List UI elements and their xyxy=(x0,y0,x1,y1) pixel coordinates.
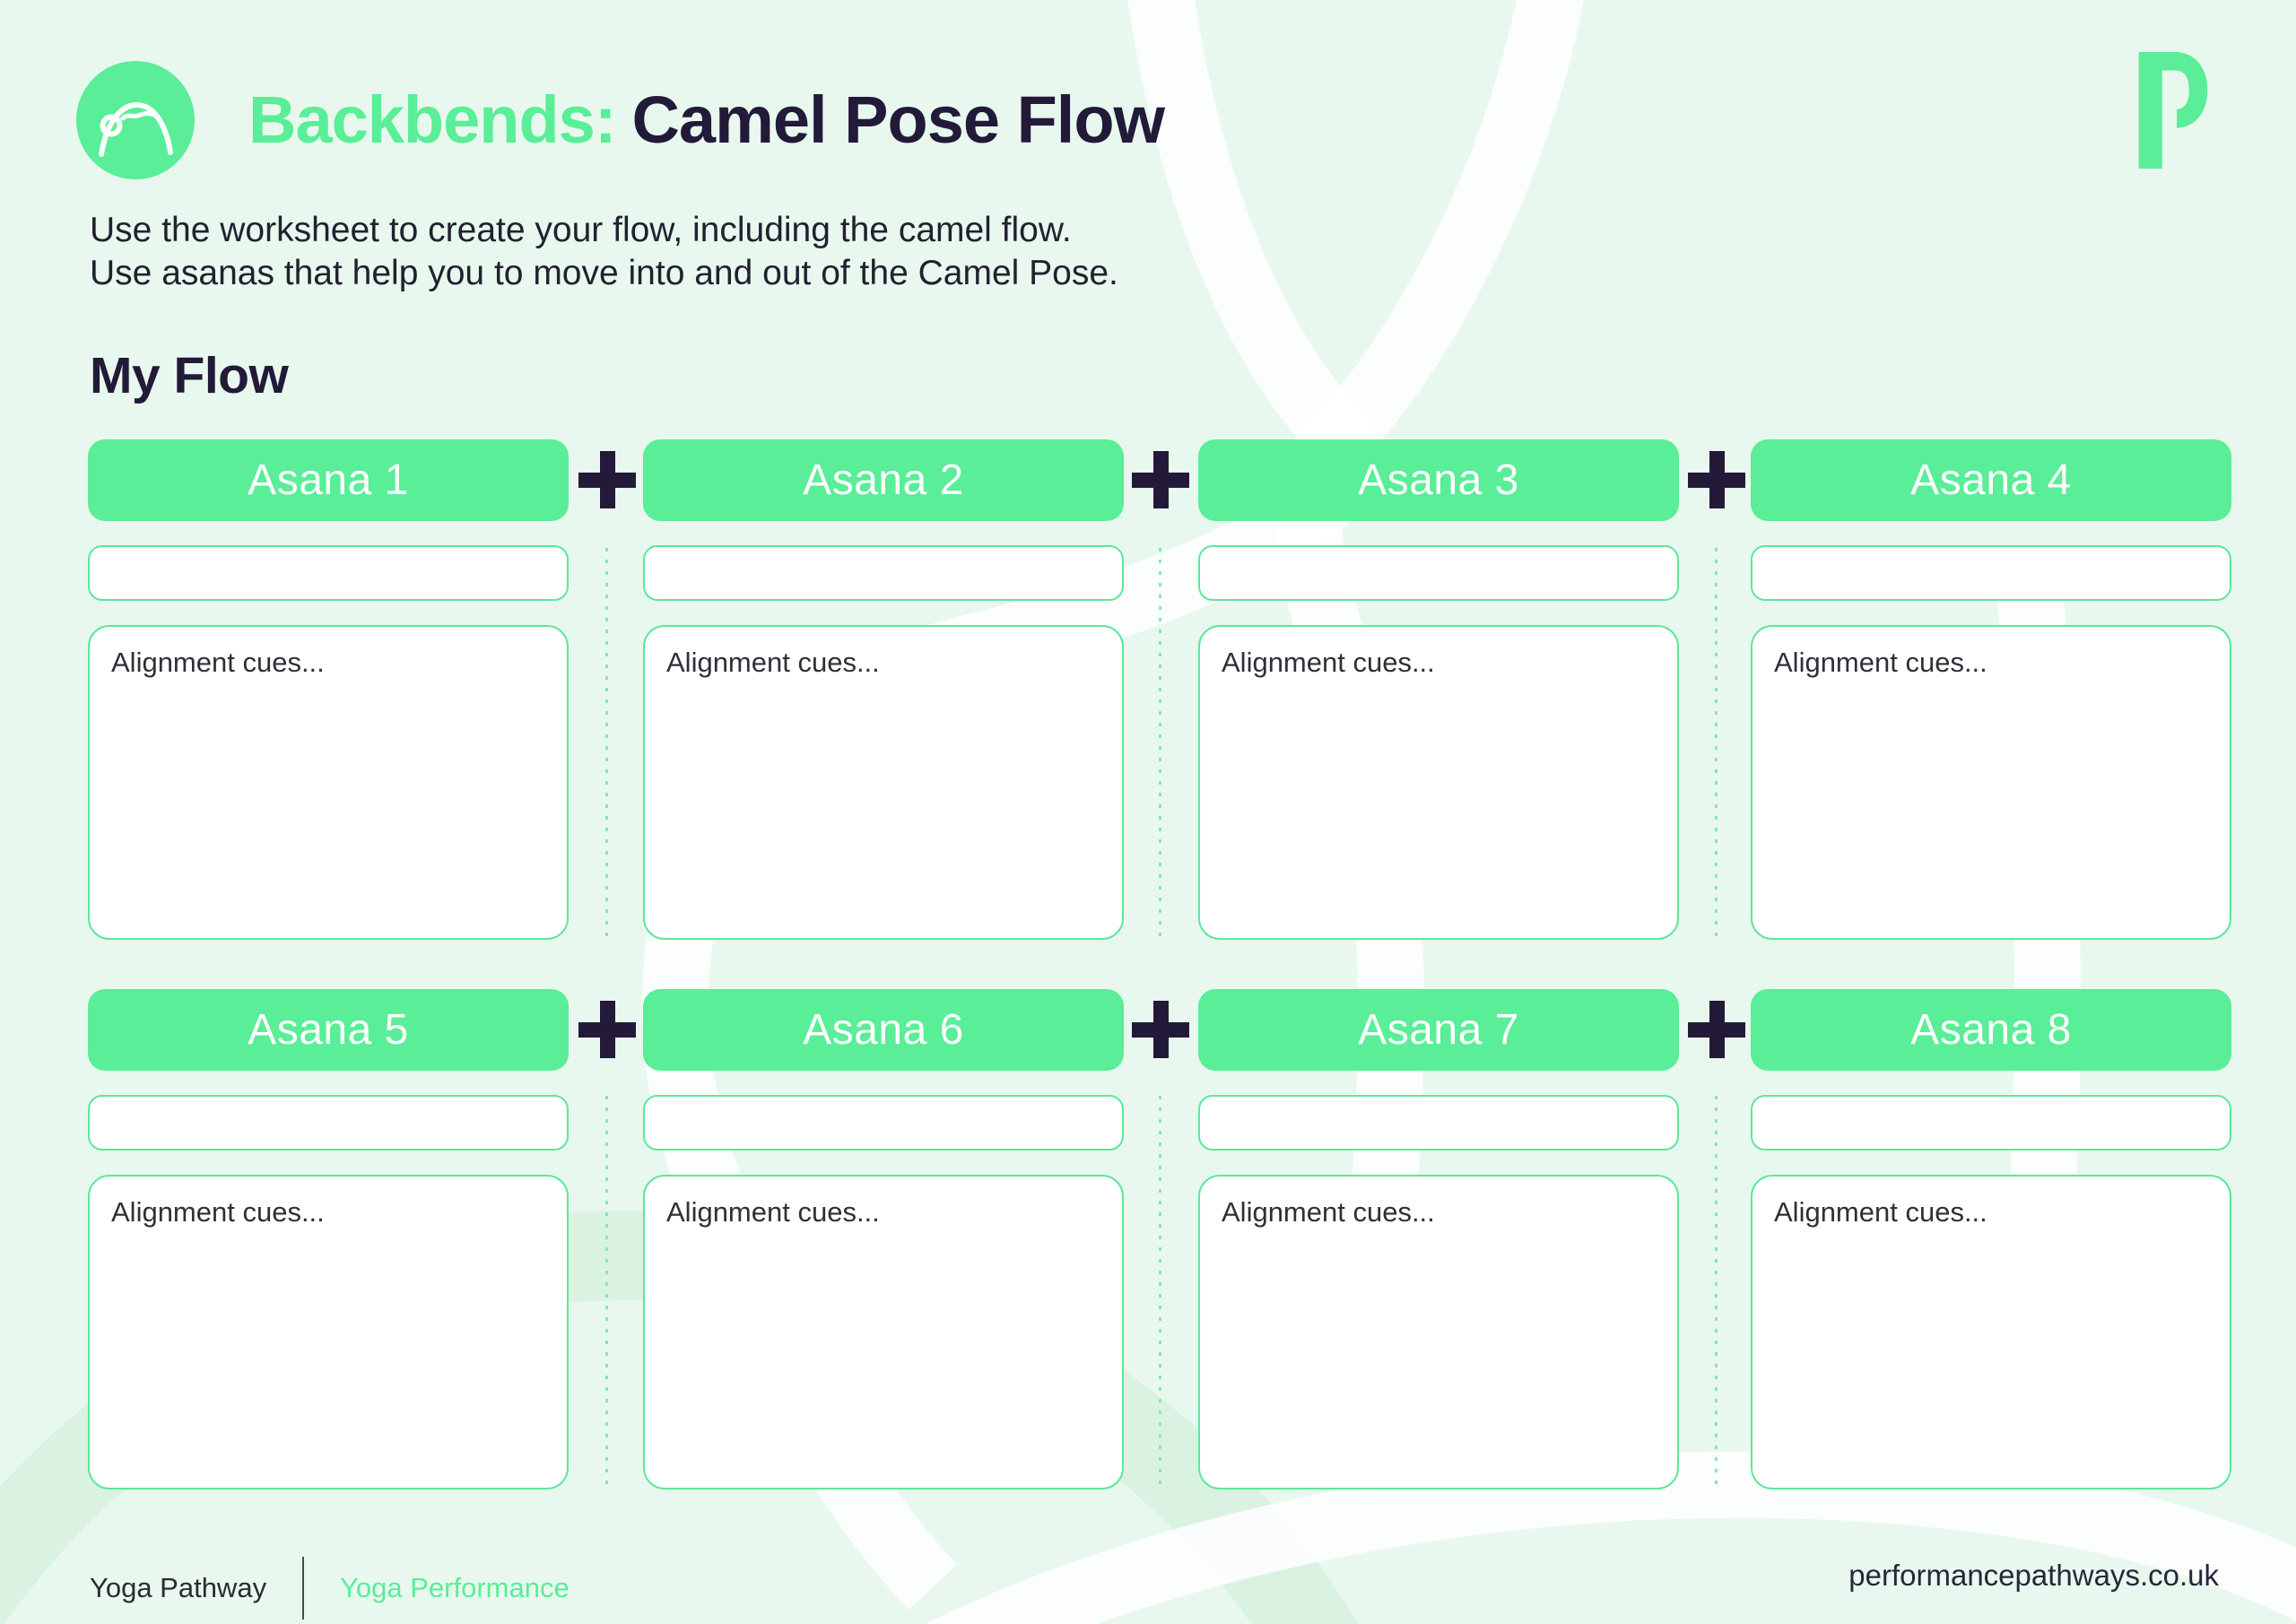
pose-name-input[interactable] xyxy=(1751,1095,2231,1151)
asana-card-5: Asana 5 xyxy=(88,989,569,1489)
p-logo-icon xyxy=(2138,52,2208,169)
pose-name-input[interactable] xyxy=(643,1095,1124,1151)
asana-header: Asana 2 xyxy=(643,439,1124,521)
intro-line-2: Use asanas that help you to move into an… xyxy=(90,254,1118,292)
website-label: performancepathways.co.uk xyxy=(1848,1559,2219,1592)
footer-brand: Yoga Pathway Yoga Performance xyxy=(90,1557,570,1620)
pose-name-input[interactable] xyxy=(1198,1095,1679,1151)
alignment-cues-textarea[interactable] xyxy=(1198,1175,1679,1489)
asana-card-2: Asana 2 xyxy=(643,439,1124,940)
column-divider-dotted xyxy=(1159,548,1161,941)
intro-text: Use the worksheet to create your flow, i… xyxy=(90,209,1118,295)
alignment-cues-textarea[interactable] xyxy=(643,1175,1124,1489)
camel-pose-icon xyxy=(99,102,173,157)
page-title: Backbends:Camel Pose Flow xyxy=(248,79,1165,161)
asana-card-7: Asana 7 xyxy=(1198,989,1679,1489)
logo-badge xyxy=(76,61,195,179)
brand-divider xyxy=(302,1557,305,1620)
page-title-rest: Camel Pose Flow xyxy=(631,83,1165,157)
alignment-cues-textarea[interactable] xyxy=(643,625,1124,940)
plus-icon xyxy=(1688,451,1745,508)
column-divider-dotted xyxy=(605,548,608,941)
alignment-cues-textarea[interactable] xyxy=(1751,625,2231,940)
pose-name-input[interactable] xyxy=(88,1095,569,1151)
brand-right-label: Yoga Performance xyxy=(340,1572,570,1603)
column-divider-dotted xyxy=(1159,1096,1161,1492)
plus-icon xyxy=(1688,1001,1745,1058)
asana-card-1: Asana 1 xyxy=(88,439,569,940)
brand-left-label: Yoga Pathway xyxy=(90,1572,267,1603)
asana-card-4: Asana 4 xyxy=(1751,439,2231,940)
pose-name-input[interactable] xyxy=(1198,545,1679,601)
pose-name-input[interactable] xyxy=(88,545,569,601)
asana-header: Asana 1 xyxy=(88,439,569,521)
pose-name-input[interactable] xyxy=(643,545,1124,601)
asana-header: Asana 3 xyxy=(1198,439,1679,521)
alignment-cues-textarea[interactable] xyxy=(1751,1175,2231,1489)
column-divider-dotted xyxy=(1715,548,1718,941)
alignment-cues-textarea[interactable] xyxy=(88,1175,569,1489)
asana-card-3: Asana 3 xyxy=(1198,439,1679,940)
pose-name-input[interactable] xyxy=(1751,545,2231,601)
plus-icon xyxy=(578,1001,636,1058)
asana-header: Asana 4 xyxy=(1751,439,2231,521)
intro-line-1: Use the worksheet to create your flow, i… xyxy=(90,211,1072,249)
column-divider-dotted xyxy=(1715,1096,1718,1492)
alignment-cues-textarea[interactable] xyxy=(1198,625,1679,940)
my-flow-heading: My Flow xyxy=(90,347,289,404)
asana-header: Asana 5 xyxy=(88,989,569,1071)
asana-header: Asana 8 xyxy=(1751,989,2231,1071)
column-divider-dotted xyxy=(605,1096,608,1492)
page-title-highlight: Backbends: xyxy=(248,83,616,157)
asana-header: Asana 7 xyxy=(1198,989,1679,1071)
asana-card-8: Asana 8 xyxy=(1751,989,2231,1489)
plus-icon xyxy=(1132,1001,1189,1058)
asana-card-6: Asana 6 xyxy=(643,989,1124,1489)
plus-icon xyxy=(578,451,636,508)
asana-header: Asana 6 xyxy=(643,989,1124,1071)
plus-icon xyxy=(1132,451,1189,508)
alignment-cues-textarea[interactable] xyxy=(88,625,569,940)
